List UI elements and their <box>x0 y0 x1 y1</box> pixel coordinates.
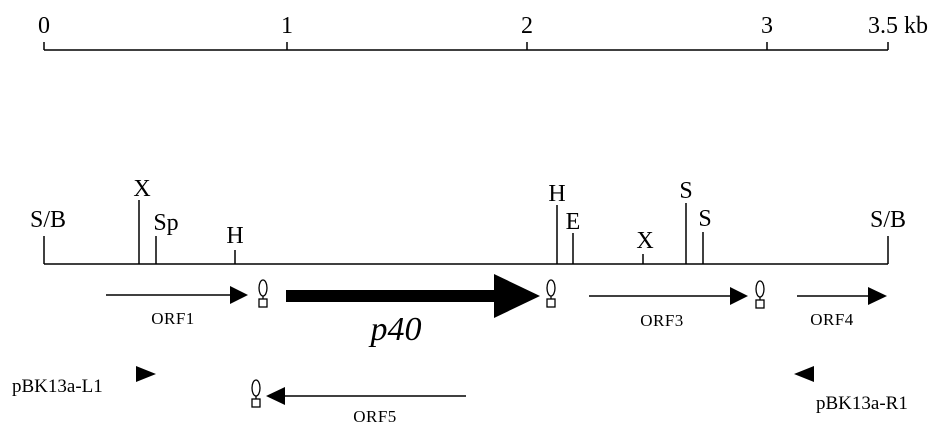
scale-tick-label: 0 <box>38 13 50 39</box>
scale-tick-label: 3 <box>761 13 773 39</box>
primer-r1: pBK13a-R1 <box>794 366 908 414</box>
orf3-arrow: ORF3 <box>589 287 748 330</box>
site-label: S/B <box>30 207 66 233</box>
orf-label: ORF3 <box>640 311 684 330</box>
primer-label: pBK13a-R1 <box>816 393 908 414</box>
site-label: S/B <box>870 207 906 233</box>
site-label: Sp <box>153 210 178 236</box>
site-label: X <box>636 228 653 254</box>
scale-tick-label: 3.5 kb <box>868 13 928 39</box>
orf-label: ORF1 <box>151 309 195 328</box>
primer-l1: pBK13a-L1 <box>12 366 156 397</box>
scale-bar: 0 1 2 3 3.5 kb <box>38 13 928 51</box>
orf4-arrow: ORF4 <box>797 287 887 329</box>
site-label: E <box>566 209 581 235</box>
terminator-icon <box>251 379 261 408</box>
orf-label: ORF5 <box>353 407 397 426</box>
terminator-icon <box>258 279 268 308</box>
gene-label: p40 <box>369 311 422 348</box>
orf-label: ORF4 <box>810 310 854 329</box>
orf5-arrow: ORF5 <box>266 387 466 426</box>
primer-label: pBK13a-L1 <box>12 376 103 397</box>
site-label: S <box>679 178 692 204</box>
p40-gene-arrow: p40 <box>286 274 540 348</box>
orf1-arrow: ORF1 <box>106 286 248 328</box>
site-label: X <box>133 176 150 202</box>
site-label: H <box>226 223 243 249</box>
site-label: H <box>548 181 565 207</box>
scale-tick-label: 2 <box>521 13 533 39</box>
terminator-icon <box>755 280 765 309</box>
insert-map: S/B X Sp H H E X S S S/B <box>30 176 906 265</box>
site-label: S <box>698 206 711 232</box>
scale-tick-label: 1 <box>281 13 293 39</box>
terminator-icon <box>546 279 556 308</box>
